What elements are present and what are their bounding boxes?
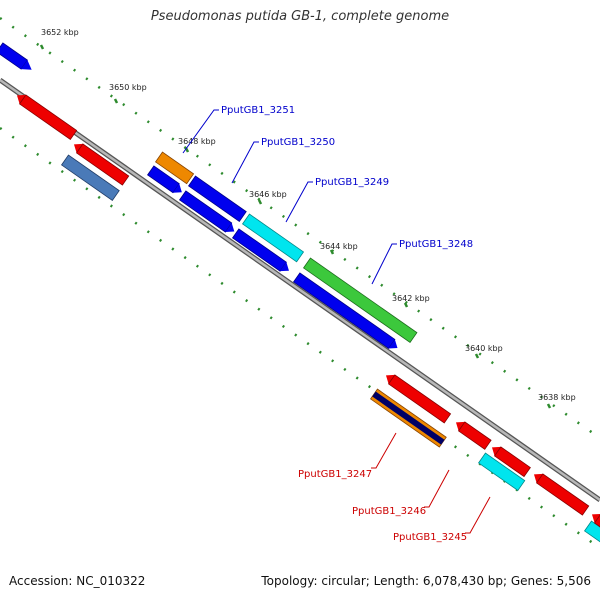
gene-label-pputgb1-3248: PputGB1_3248 [399,239,473,250]
ruler-tick-labels: 3652 kbp 3650 kbp 3648 kbp 3646 kbp 3644… [41,28,576,402]
tick-label-3640: 3640 kbp [465,344,503,353]
gene-feature [147,165,182,194]
gene-feature [0,42,32,70]
genome-summary-text: Topology: circular; Length: 6,078,430 bp… [261,574,591,588]
label-leader-lines [182,109,491,534]
gene-label-pputgb1-3250: PputGB1_3250 [261,137,335,148]
reverse-features [16,94,600,531]
tick-label-3642: 3642 kbp [392,294,430,303]
accession-text: Accession: NC_010322 [9,574,146,588]
ruler-major-ticks [39,44,552,409]
gene-feature [491,446,531,478]
gene-feature-pputgb1-3250 [188,175,247,223]
tick-label-3652: 3652 kbp [41,28,79,37]
gene-feature-pputgb1-3246 [455,421,492,450]
gene-feature [61,154,120,202]
map-title: Pseudomonas putida GB-1, complete genome [150,9,450,24]
gene-label-pputgb1-3246: PputGB1_3246 [352,506,426,517]
tick-label-3644: 3644 kbp [320,242,358,251]
gene-feature [591,513,600,531]
gene-label-pputgb1-3245: PputGB1_3245 [393,532,467,543]
forward-features [0,42,600,543]
gene-feature [179,190,235,233]
gene-labels: PputGB1_3251 PputGB1_3250 PputGB1_3249 P… [221,105,473,543]
tick-label-3650: 3650 kbp [109,83,147,92]
gene-feature-pputgb1-3245 [533,473,590,516]
gene-feature-pputgb1-3247 [370,388,447,448]
gene-feature [293,272,398,350]
gene-feature-pputgb1-3251 [155,151,195,185]
gene-label-pputgb1-3249: PputGB1_3249 [315,177,389,188]
tick-label-3646: 3646 kbp [249,190,287,199]
gene-feature [385,374,452,424]
gene-feature [16,94,78,141]
gene-label-pputgb1-3251: PputGB1_3251 [221,105,295,116]
tick-label-3638: 3638 kbp [538,393,576,402]
gene-feature-pputgb1-3249 [242,213,305,263]
genome-backbone [0,77,600,503]
outer-ruler-dots [0,16,600,440]
gene-label-pputgb1-3247: PputGB1_3247 [298,469,372,480]
gene-feature-pputgb1-3248 [303,257,418,344]
gene-feature [478,452,526,492]
tick-label-3648: 3648 kbp [178,137,216,146]
gene-feature [232,228,289,272]
gene-feature [73,143,130,186]
